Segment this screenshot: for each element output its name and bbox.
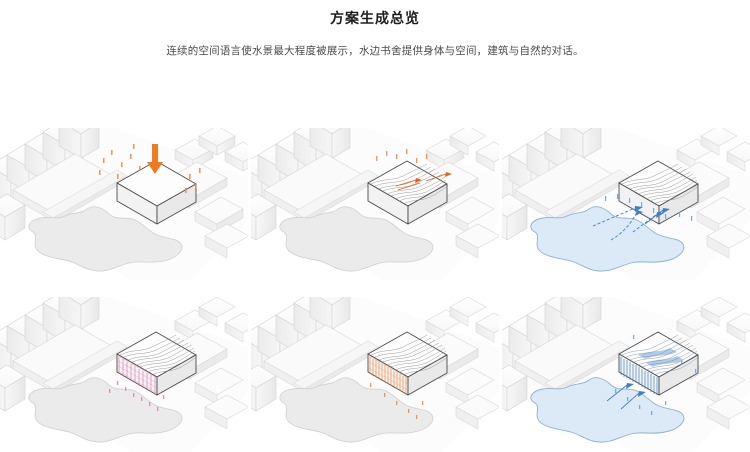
isometric-scene-5 — [251, 297, 499, 452]
diagram-panel-4[interactable] — [0, 297, 248, 452]
accent-marks-pink — [109, 381, 165, 411]
isometric-scene-2 — [251, 128, 499, 280]
pond-shape — [28, 377, 183, 443]
isometric-scene-6 — [502, 297, 750, 452]
header: 方案生成总览 连续的空间语言使水景最大程度被展示，水边书舍提供身体与空间，建筑与… — [0, 0, 750, 59]
water-connection-arrows — [592, 206, 670, 241]
page-title: 方案生成总览 — [330, 11, 420, 27]
accent-marks-blue — [605, 194, 693, 221]
context-road — [42, 169, 128, 219]
diagram-panel-1[interactable] — [0, 128, 248, 280]
roof-undulation-lines — [119, 334, 198, 376]
isometric-scene-1 — [0, 128, 248, 280]
roof-undulation-lines — [370, 334, 449, 376]
context-slab-left — [0, 193, 26, 241]
page-subtitle: 连续的空间语言使水景最大程度被展示，水边书舍提供身体与空间，建筑与自然的对话。 — [166, 45, 584, 57]
pond-shape — [530, 206, 685, 272]
pond-shape — [28, 206, 183, 272]
facade-hatch-orange — [369, 357, 407, 394]
pond-shape — [279, 377, 434, 443]
accent-marks-blue — [615, 335, 697, 415]
pond-shape — [530, 377, 685, 443]
diagram-panel-3[interactable] — [502, 128, 750, 280]
roof-shadow-blue — [638, 348, 684, 367]
isometric-scene-4 — [0, 297, 248, 452]
water-connection-arrows — [606, 383, 646, 410]
facade-hatch-blue — [620, 357, 658, 395]
facade-hatch-orange-diag — [368, 355, 409, 391]
accent-marks-orange — [99, 144, 201, 193]
main-building-volume — [116, 160, 197, 225]
accent-marks-orange — [370, 383, 424, 419]
facade-hatch-pink-diag — [117, 355, 158, 394]
accent-marks-orange — [376, 149, 428, 163]
roof-undulation-lines — [621, 163, 700, 205]
pond-shape — [279, 206, 434, 272]
isometric-scene-3 — [502, 128, 750, 280]
roof-undulation-lines — [621, 334, 700, 376]
diagram-panel-5[interactable] — [251, 297, 499, 452]
diagram-panel-6[interactable] — [502, 297, 750, 452]
diagram-panel-grid — [0, 128, 750, 452]
insertion-arrow-icon — [147, 144, 163, 174]
flow-arrows-orange — [395, 172, 452, 191]
diagram-panel-2[interactable] — [251, 128, 499, 280]
